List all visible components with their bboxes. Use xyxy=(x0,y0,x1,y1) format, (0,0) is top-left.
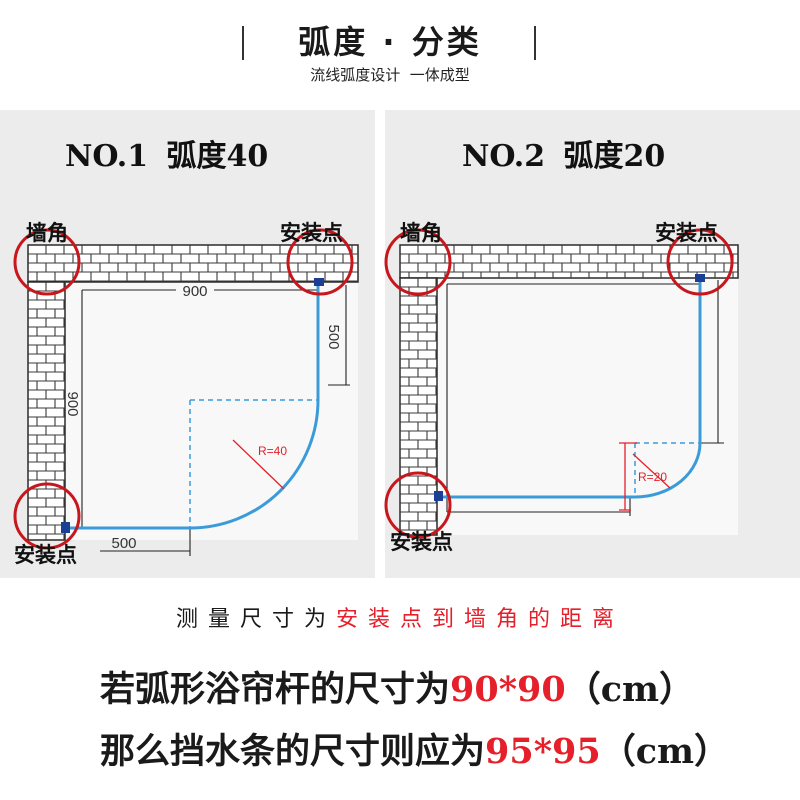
radius-leader-line xyxy=(232,439,285,490)
brick-mortar-lines xyxy=(28,245,358,282)
mount-bottom-highlight-circle xyxy=(13,482,81,550)
diagram-no1: 900 500 900 500 R=40 墙角 安装点 安装点 xyxy=(13,221,359,567)
rod-size-value: 90*90 xyxy=(450,669,566,710)
rod-size-unit: （cm） xyxy=(565,669,695,710)
radius-label: R=20 xyxy=(638,470,667,484)
mount-bottom-highlight-circle xyxy=(384,471,452,539)
page-title: 弧度 · 分类 xyxy=(298,23,482,61)
brick-mortar-lines xyxy=(400,278,437,535)
mount-top-label: 安装点 xyxy=(280,221,343,245)
dimension-lines xyxy=(81,285,350,556)
mount-top-highlight-circle xyxy=(286,228,354,296)
measurement-note: 测量尺寸为安装点到墙角的距离 xyxy=(0,604,800,636)
arc-guide-dashed xyxy=(634,442,700,497)
mount-top-highlight-circle xyxy=(666,228,734,296)
room-interior xyxy=(65,282,358,540)
corner-highlight-circle xyxy=(13,228,81,296)
dimension-left-label: 900 xyxy=(64,391,81,416)
measurement-note-prefix: 测量尺寸为 xyxy=(175,607,336,632)
dimension-right-label: 500 xyxy=(325,324,342,349)
dimension-lines xyxy=(446,280,724,516)
mount-top-label: 安装点 xyxy=(655,221,718,245)
curved-curtain-rod xyxy=(438,278,702,499)
panel-no2-heading: NO.2 弧度20 xyxy=(462,139,666,174)
brick-mortar-lines xyxy=(400,245,738,278)
strip-size-unit: （cm） xyxy=(600,731,730,772)
measurement-note-highlight: 安装点到墙角的距离 xyxy=(336,607,625,632)
mount-bracket-bottom xyxy=(434,491,443,501)
rod-size-prefix: 若弧形浴帘杆的尺寸为 xyxy=(100,669,451,710)
radius-leader-line xyxy=(632,453,671,489)
corner-highlight-circle xyxy=(384,228,452,296)
page-subtitle: 流线弧度设计 一体成型 xyxy=(310,66,470,84)
dimension-top-label: 900 xyxy=(182,283,207,300)
mount-bracket-top xyxy=(314,278,324,286)
corner-label: 墙角 xyxy=(400,221,442,245)
radius-dimension-line xyxy=(619,442,637,511)
diagram-no2: R=20 墙角 安装点 安装点 xyxy=(384,221,739,554)
mount-bottom-label: 安装点 xyxy=(390,530,453,554)
arc-guide-dashed xyxy=(189,399,318,528)
curved-curtain-rod xyxy=(66,283,320,530)
mount-bracket-top xyxy=(695,274,705,282)
strip-size-value: 95*95 xyxy=(485,731,601,772)
rod-size-note: 若弧形浴帘杆的尺寸为90*90（cm） xyxy=(100,667,694,713)
strip-size-prefix: 那么挡水条的尺寸则应为 xyxy=(100,731,486,772)
mount-bottom-label: 安装点 xyxy=(14,543,77,567)
room-interior xyxy=(437,278,738,535)
corner-label: 墙角 xyxy=(26,221,68,245)
panel-no1-heading: NO.1 弧度40 xyxy=(65,139,269,174)
title-divider-left xyxy=(242,26,244,60)
mount-bracket-bottom xyxy=(61,522,70,533)
strip-size-note: 那么挡水条的尺寸则应为95*95（cm） xyxy=(100,729,729,775)
radius-label: R=40 xyxy=(258,444,287,458)
dimension-bottom-label: 500 xyxy=(111,535,136,552)
title-divider-right xyxy=(534,26,536,60)
